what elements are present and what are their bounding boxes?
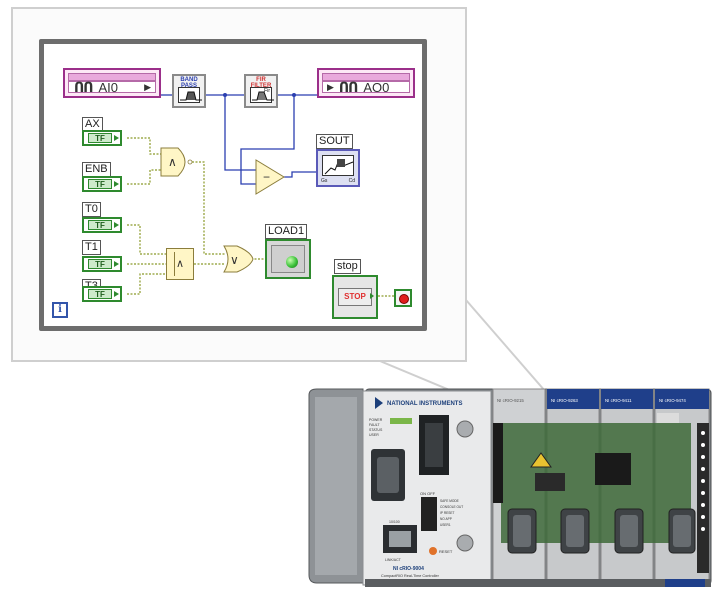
bandpass-label: BAND PASS bbox=[180, 77, 198, 89]
dip-switch-block bbox=[421, 497, 437, 531]
stop-label: stop bbox=[334, 259, 361, 274]
ethernet-label: LINK/ACT bbox=[385, 558, 402, 562]
status-led-bar bbox=[390, 418, 412, 424]
graph-plot-icon bbox=[324, 158, 354, 175]
stop-if-true-icon bbox=[399, 294, 409, 304]
tf-glyph: TF bbox=[88, 133, 112, 143]
junction-dot bbox=[223, 93, 227, 97]
status-label-user: USER bbox=[369, 433, 379, 437]
switch-header: ON OFF bbox=[420, 491, 436, 496]
wire-enb-to-and bbox=[127, 169, 161, 185]
wire-t3-to-compound bbox=[127, 273, 167, 295]
fir-label: FIR FILTER bbox=[250, 77, 272, 89]
switch-label-no-app: NO APP bbox=[440, 517, 452, 521]
control-label-enb: ENB bbox=[82, 162, 111, 177]
control-t3[interactable]: TF bbox=[82, 286, 122, 302]
ni-logo-icon bbox=[375, 397, 383, 409]
load1-label: LOAD1 bbox=[265, 224, 308, 239]
switch-label-user1: USER1 bbox=[440, 523, 451, 527]
and-symbol: ∧ bbox=[168, 155, 177, 169]
loop-condition-terminal[interactable] bbox=[394, 289, 412, 307]
screw-icon bbox=[456, 534, 474, 552]
fir-filter-vi[interactable]: FIR FILTER Fir bbox=[244, 74, 278, 108]
compactrio-hardware-image: NATIONAL INSTRUMENTS POWER FAULT STATUS … bbox=[308, 388, 712, 587]
iteration-terminal: i bbox=[52, 302, 68, 318]
tf-glyph: TF bbox=[88, 179, 112, 189]
tf-glyph: TF bbox=[88, 220, 112, 230]
ao0-output-node[interactable]: ▶ ՈՈ AO0 bbox=[317, 68, 415, 98]
module-label-1: NI cRIO-9215 bbox=[497, 398, 524, 403]
and-gate: ∧ bbox=[160, 147, 193, 177]
or-symbol: ∨ bbox=[230, 253, 239, 267]
module-label-3: NI cRIO-9411 bbox=[605, 398, 632, 403]
stop-button-control[interactable]: STOP bbox=[332, 275, 378, 319]
ao0-label: AO0 bbox=[363, 79, 390, 95]
wire-fir-to-subtract bbox=[240, 95, 295, 185]
wire-ax-to-and bbox=[127, 137, 161, 155]
wires-layer: − ∧ ∨ bbox=[127, 93, 394, 297]
control-t1[interactable]: TF bbox=[82, 256, 122, 272]
sout-label: SOUT bbox=[316, 134, 353, 149]
fir-curve-icon bbox=[252, 91, 274, 101]
graph-axis-right: Cd bbox=[348, 178, 355, 184]
status-label-power: POWER bbox=[369, 418, 383, 422]
wire-bandpass-to-subtract bbox=[224, 95, 261, 171]
brand-text: NATIONAL INSTRUMENTS bbox=[387, 401, 462, 407]
switch-label-ip-reset: IP RESET bbox=[440, 511, 455, 515]
bandpass-curve-icon bbox=[180, 91, 202, 101]
module-label-2: NI cRIO-9263 bbox=[551, 398, 578, 403]
controller-subtitle: CompactRIO Real-Time Controller bbox=[381, 574, 440, 578]
sout-graph-indicator[interactable]: Gs Cd bbox=[316, 149, 360, 187]
wire-and-to-or bbox=[192, 161, 225, 255]
block-diagram-window: − ∧ ∨ ՈՈ AI0 ▶ BAND PASS F bbox=[39, 39, 427, 331]
compound-and-node: ∧ bbox=[166, 248, 194, 280]
output-arrow-icon: ▶ bbox=[144, 81, 151, 92]
load1-led-indicator[interactable] bbox=[265, 239, 311, 279]
waveform-icon: ՈՈ bbox=[338, 78, 358, 95]
fpga-chip bbox=[595, 453, 631, 485]
module-label-4: NI cRIO-9474 bbox=[659, 398, 686, 403]
input-arrow-icon: ▶ bbox=[327, 81, 334, 92]
reset-label: RESET bbox=[439, 549, 453, 554]
led-icon bbox=[286, 256, 298, 268]
ai0-label: AI0 bbox=[98, 79, 118, 95]
control-t0[interactable]: TF bbox=[82, 217, 122, 233]
graph-axis-left: Gs bbox=[321, 178, 328, 184]
status-label-fault: FAULT bbox=[369, 423, 380, 427]
tf-glyph: TF bbox=[88, 259, 112, 269]
waveform-icon: ՈՈ bbox=[74, 78, 93, 95]
subtract-symbol: − bbox=[263, 170, 270, 184]
wire-t0-to-compound bbox=[127, 224, 167, 255]
tf-glyph: TF bbox=[88, 289, 112, 299]
bandpass-filter-vi[interactable]: BAND PASS bbox=[172, 74, 206, 108]
stop-button-text: STOP bbox=[338, 288, 372, 306]
control-label-t0: T0 bbox=[82, 202, 101, 217]
controller-model: NI cRIO-9004 bbox=[393, 566, 424, 572]
speed-label: 10/100 bbox=[389, 520, 400, 524]
reset-button-icon bbox=[429, 547, 437, 555]
fir-sub-label: Fir bbox=[264, 88, 270, 94]
switch-label-safe-mode: SAFE MODE bbox=[440, 499, 459, 503]
subtract-node: − bbox=[255, 159, 285, 195]
junction-dot bbox=[292, 93, 296, 97]
wire-subtract-to-graph bbox=[284, 171, 319, 178]
or-gate: ∨ bbox=[223, 245, 254, 273]
ai0-input-node[interactable]: ՈՈ AI0 ▶ bbox=[63, 68, 161, 98]
warning-icon bbox=[530, 452, 552, 468]
control-label-t1: T1 bbox=[82, 240, 101, 255]
screw-icon bbox=[456, 420, 474, 438]
control-ax[interactable]: TF bbox=[82, 130, 122, 146]
compound-and-symbol: ∧ bbox=[176, 258, 185, 270]
switch-label-console-out: CONSOLE OUT bbox=[440, 505, 463, 509]
control-enb[interactable]: TF bbox=[82, 176, 122, 192]
status-label-status: STATUS bbox=[369, 428, 383, 432]
